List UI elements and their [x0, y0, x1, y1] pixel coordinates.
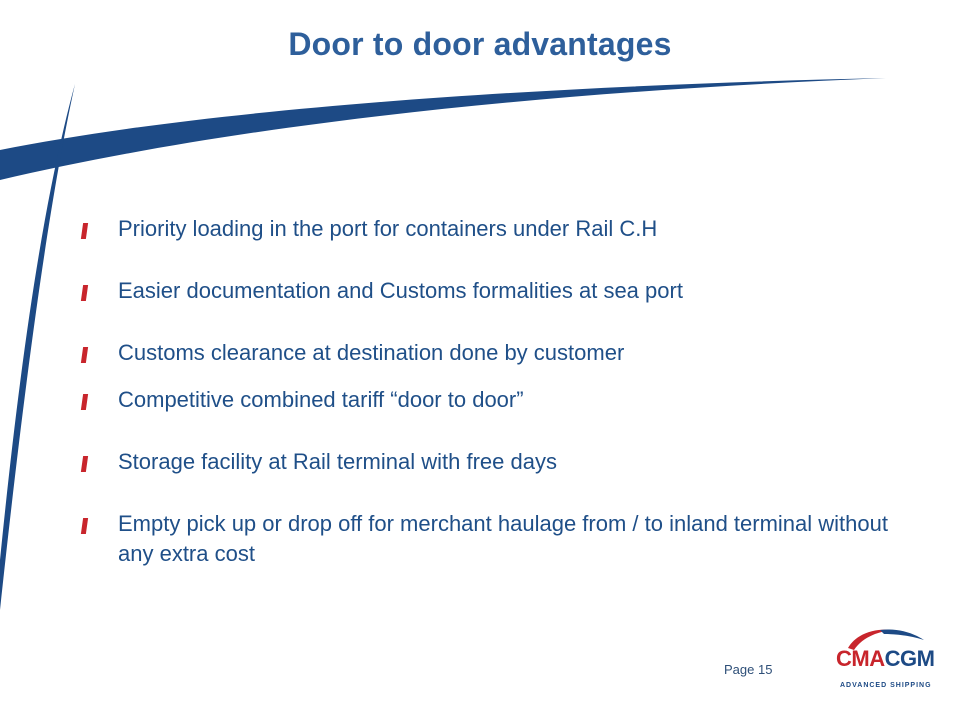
logo-tagline: ADVANCED SHIPPING: [840, 682, 932, 689]
bullet-text: Competitive combined tariff “door to doo…: [118, 387, 524, 412]
page-number: Page 15: [724, 662, 773, 677]
bullet-marker-icon: [80, 394, 89, 410]
bullet-text: Easier documentation and Customs formali…: [118, 278, 683, 303]
bullet-text: Priority loading in the port for contain…: [118, 216, 658, 241]
slide-title: Door to door advantages: [288, 26, 672, 62]
bullet-marker-icon: [80, 518, 89, 534]
bullet-item: Storage facility at Rail terminal with f…: [80, 447, 902, 477]
bullet-marker-icon: [80, 223, 89, 239]
bullet-marker-icon: [80, 285, 89, 301]
bullet-text: Customs clearance at destination done by…: [118, 340, 625, 365]
bullet-item: Competitive combined tariff “door to doo…: [80, 385, 902, 415]
bullet-item: Empty pick up or drop off for merchant h…: [80, 509, 902, 569]
bullet-item: Customs clearance at destination done by…: [80, 338, 902, 368]
swoosh-band-horizontal: [0, 78, 886, 180]
bullet-marker-icon: [80, 456, 89, 472]
logo-wordmark: CMACGM: [836, 646, 935, 672]
bullet-item: Priority loading in the port for contain…: [80, 214, 902, 244]
bullet-list: Priority loading in the port for contain…: [80, 214, 902, 569]
bullet-text: Storage facility at Rail terminal with f…: [118, 449, 557, 474]
bullet-marker-icon: [80, 347, 89, 363]
bullet-text: Empty pick up or drop off for merchant h…: [118, 511, 888, 566]
bullet-item: Easier documentation and Customs formali…: [80, 276, 902, 306]
company-logo: CMACGM ADVANCED SHIPPING: [834, 624, 935, 700]
logo-word-cgm: CGM: [884, 646, 935, 671]
logo-arc-icon: [848, 629, 924, 650]
logo-word-cma: CMA: [836, 646, 885, 671]
